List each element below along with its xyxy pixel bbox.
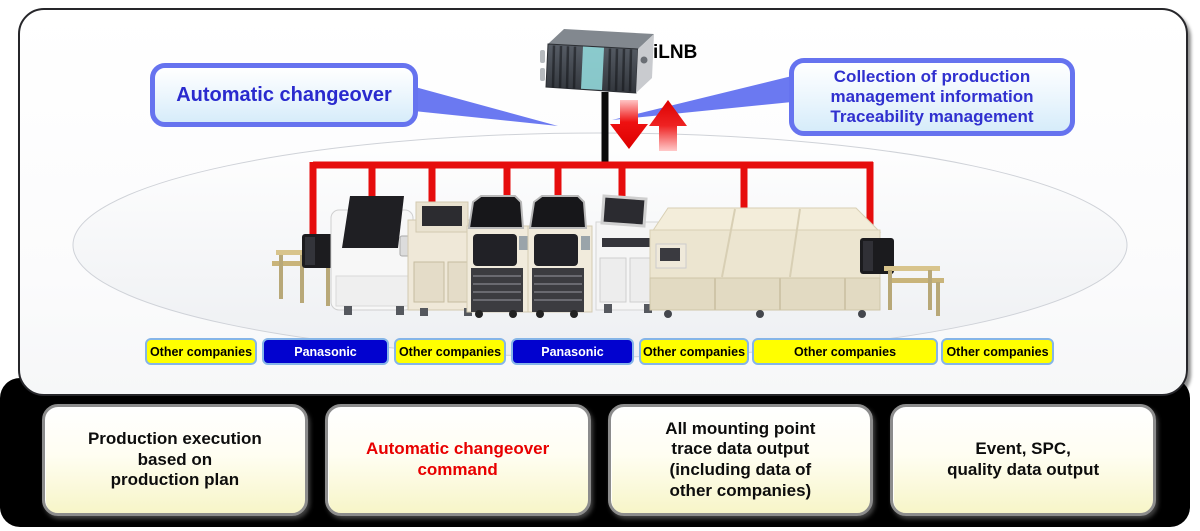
feature-box-trace-data: All mounting point trace data output (in… bbox=[607, 404, 874, 516]
feature-line: command bbox=[417, 460, 498, 479]
feature-line: Event, SPC, bbox=[975, 439, 1071, 459]
vendor-tag-other-4: Other companies bbox=[752, 338, 938, 365]
feature-line: (including data of bbox=[669, 460, 812, 479]
feature-box-changeover-command: Automatic changeover command bbox=[324, 404, 591, 516]
feature-line: other companies) bbox=[669, 480, 812, 500]
vendor-tag-other-1: Other companies bbox=[145, 338, 257, 365]
feature-line: based on bbox=[137, 449, 213, 469]
feature-line: production plan bbox=[110, 470, 240, 490]
vendor-tag-other-3: Other companies bbox=[639, 338, 749, 365]
callout-text: Automatic changeover bbox=[176, 83, 392, 106]
feature-box-quality-data: Event, SPC, quality data output bbox=[890, 404, 1156, 516]
feature-line: Automatic changeover bbox=[365, 439, 550, 459]
vendor-tag-other-5: Other companies bbox=[941, 338, 1054, 365]
callout-line: Collection of production bbox=[833, 67, 1031, 87]
vendor-tag-panasonic-1: Panasonic bbox=[262, 338, 389, 365]
vendor-tag-panasonic-2: Panasonic bbox=[511, 338, 634, 365]
feature-line: Production execution bbox=[87, 428, 262, 448]
automatic-changeover-callout: Automatic changeover bbox=[150, 63, 418, 127]
feature-box-row: Production execution based on production… bbox=[42, 404, 1156, 516]
callout-line: management information bbox=[830, 87, 1034, 107]
feature-line: trace data output bbox=[671, 439, 810, 459]
feature-line: quality data output bbox=[947, 460, 1100, 479]
callout-line: Traceability management bbox=[830, 106, 1034, 126]
feature-box-production-execution: Production execution based on production… bbox=[42, 404, 308, 516]
vendor-tag-other-2: Other companies bbox=[394, 338, 506, 365]
device-label: iLNB bbox=[653, 42, 698, 63]
collection-traceability-callout: Collection of production management info… bbox=[789, 58, 1075, 136]
feature-line: All mounting point bbox=[665, 418, 816, 438]
